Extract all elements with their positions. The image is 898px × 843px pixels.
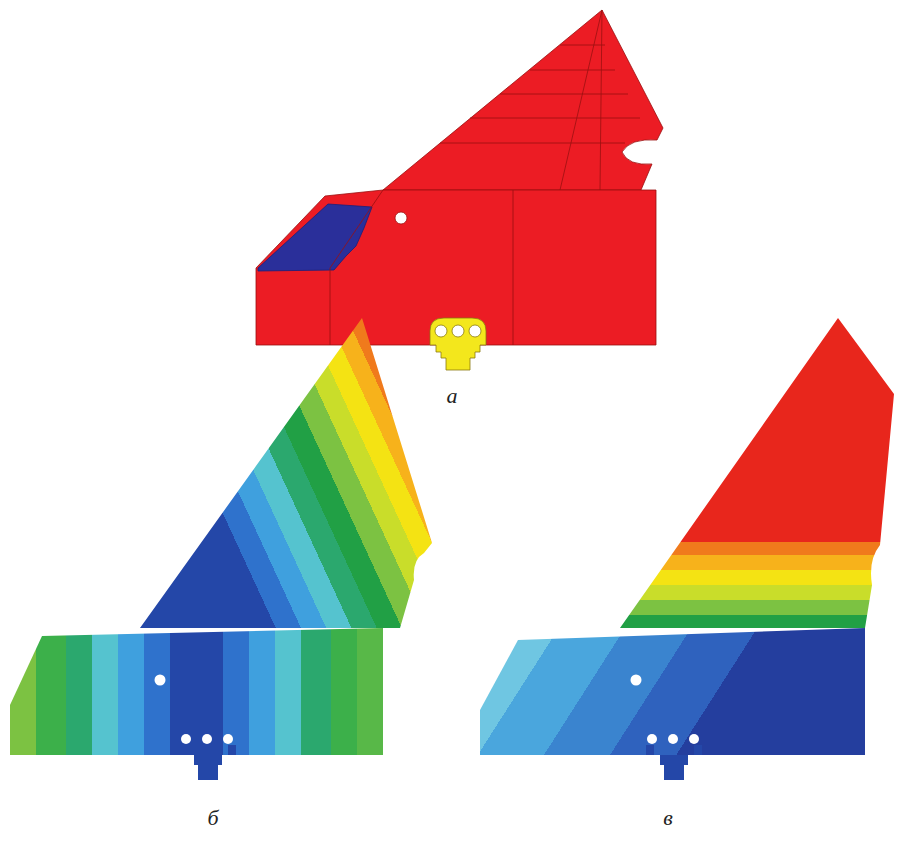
figure-a [256, 10, 663, 370]
figure-label: в [663, 807, 673, 829]
figure-label: а [447, 385, 458, 407]
figure-b [10, 318, 432, 780]
figure-label: б [207, 807, 218, 829]
figure-v [480, 318, 894, 780]
